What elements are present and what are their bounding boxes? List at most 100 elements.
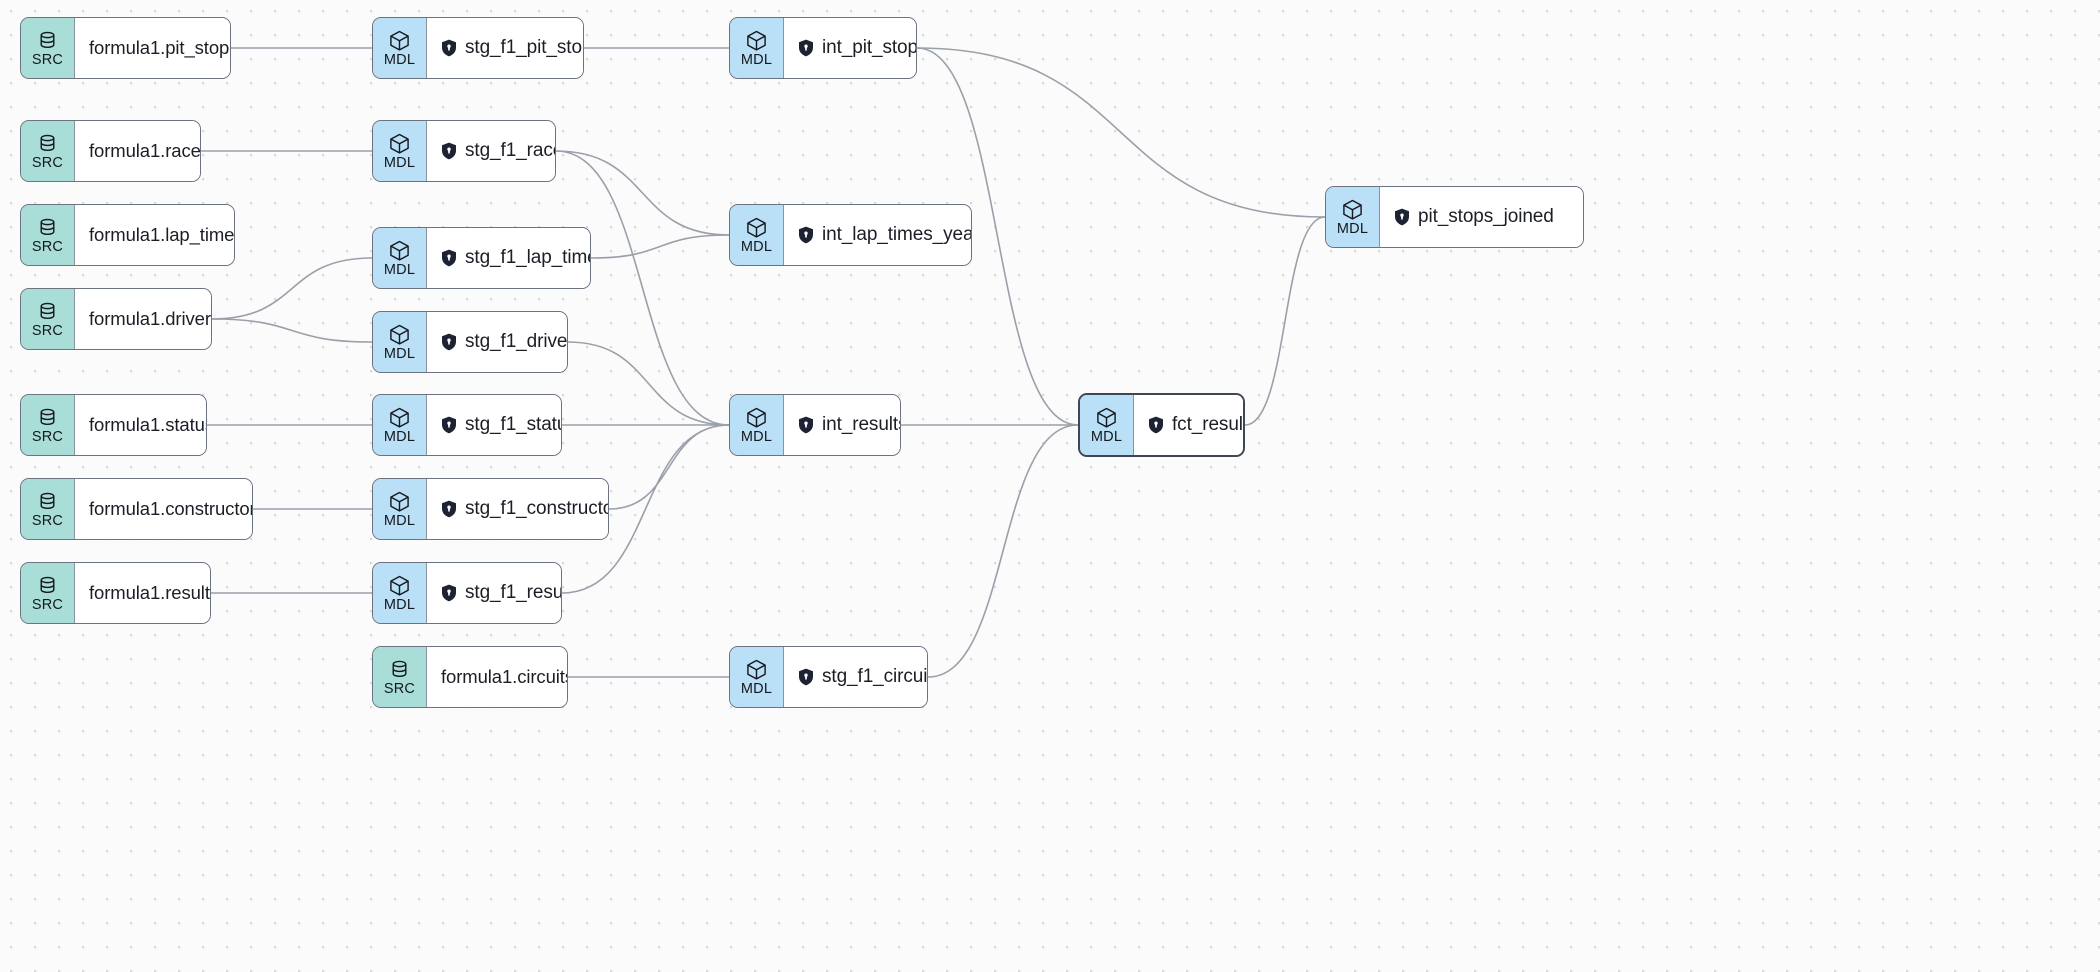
graph-node-src_circuits[interactable]: SRC formula1.circuits xyxy=(372,646,568,708)
node-kind-badge-stg_races: MDL xyxy=(373,121,427,181)
shield-lock-icon xyxy=(798,416,814,434)
node-kind-badge-stg_results: MDL xyxy=(373,563,427,623)
node-kind-badge-src_circuits: SRC xyxy=(373,647,427,707)
node-kind-label: MDL xyxy=(1090,429,1123,445)
shield-lock-icon xyxy=(441,333,457,351)
node-body-int_pit_stops: int_pit_stops xyxy=(784,18,917,78)
node-body-stg_drivers: stg_f1_drivers xyxy=(427,312,568,372)
graph-node-stg_circuits[interactable]: MDL stg_f1_circuits xyxy=(729,646,928,708)
node-kind-label: MDL xyxy=(740,239,773,255)
database-icon xyxy=(38,302,57,323)
graph-node-int_lap_times_years[interactable]: MDL int_lap_times_years xyxy=(729,204,972,266)
cube-icon xyxy=(389,407,410,429)
node-label-src_results: formula1.results xyxy=(89,582,211,603)
node-body-src_pit_stops: formula1.pit_stops xyxy=(75,18,230,78)
cube-icon xyxy=(1096,407,1117,429)
node-kind-badge-src_lap_times: SRC xyxy=(21,205,75,265)
node-label-fct_results: fct_results xyxy=(1172,414,1243,435)
node-body-stg_pit_stops: stg_f1_pit_stops xyxy=(427,18,583,78)
database-icon xyxy=(38,134,57,155)
database-icon xyxy=(38,492,57,513)
node-body-fct_results: fct_results xyxy=(1134,395,1243,455)
node-body-src_circuits: formula1.circuits xyxy=(427,647,567,707)
shield-lock-icon xyxy=(798,226,814,244)
node-kind-label: MDL xyxy=(383,429,416,445)
node-body-src_lap_times: formula1.lap_times xyxy=(75,205,235,265)
edge-stg_drivers-to-int_results xyxy=(567,341,730,426)
graph-node-src_lap_times[interactable]: SRC formula1.lap_times xyxy=(20,204,235,266)
graph-node-int_pit_stops[interactable]: MDL int_pit_stops xyxy=(729,17,917,79)
node-kind-label: MDL xyxy=(740,429,773,445)
graph-node-fct_results[interactable]: MDL fct_results xyxy=(1078,393,1245,457)
shield-lock-icon xyxy=(441,39,457,57)
node-kind-label: SRC xyxy=(383,680,416,697)
shield-lock-icon xyxy=(441,249,457,267)
edge-stg_races-to-int_lap_times_years xyxy=(555,150,730,236)
node-kind-label: MDL xyxy=(740,681,773,697)
node-kind-label: MDL xyxy=(383,597,416,613)
node-label-stg_constructors: stg_f1_constructors xyxy=(465,498,608,519)
node-kind-label: MDL xyxy=(383,155,416,171)
shield-lock-icon xyxy=(798,668,814,686)
node-label-src_lap_times: formula1.lap_times xyxy=(89,224,235,245)
node-kind-badge-src_status: SRC xyxy=(21,395,75,455)
node-body-src_races: formula1.races xyxy=(75,121,200,181)
node-label-src_drivers: formula1.drivers xyxy=(89,308,212,329)
node-body-int_lap_times_years: int_lap_times_years xyxy=(784,205,971,265)
node-label-stg_lap_times: stg_f1_lap_times xyxy=(465,247,590,268)
cube-icon xyxy=(746,30,767,52)
node-body-stg_lap_times: stg_f1_lap_times xyxy=(427,228,590,288)
node-kind-badge-int_pit_stops: MDL xyxy=(730,18,784,78)
graph-node-stg_races[interactable]: MDL stg_f1_races xyxy=(372,120,556,182)
node-label-int_lap_times_years: int_lap_times_years xyxy=(822,224,971,245)
cube-icon xyxy=(389,30,410,52)
node-kind-badge-pit_stops_joined: MDL xyxy=(1326,187,1380,247)
cube-icon xyxy=(389,575,410,597)
shield-lock-icon xyxy=(441,500,457,518)
node-label-int_pit_stops: int_pit_stops xyxy=(822,37,917,58)
cube-icon xyxy=(746,217,767,239)
node-body-src_drivers: formula1.drivers xyxy=(75,289,212,349)
node-kind-badge-stg_status: MDL xyxy=(373,395,427,455)
graph-node-stg_results[interactable]: MDL stg_f1_results xyxy=(372,562,562,624)
node-kind-badge-fct_results: MDL xyxy=(1080,395,1134,455)
node-label-stg_circuits: stg_f1_circuits xyxy=(822,666,928,687)
node-label-stg_races: stg_f1_races xyxy=(465,140,555,161)
node-kind-badge-int_lap_times_years: MDL xyxy=(730,205,784,265)
node-label-stg_drivers: stg_f1_drivers xyxy=(465,331,568,352)
node-kind-label: SRC xyxy=(31,238,64,255)
edge-fct_results-to-pit_stops_joined xyxy=(1244,216,1326,426)
node-body-src_status: formula1.status xyxy=(75,395,206,455)
node-kind-label: SRC xyxy=(31,512,64,529)
shield-lock-icon xyxy=(441,416,457,434)
graph-node-stg_lap_times[interactable]: MDL stg_f1_lap_times xyxy=(372,227,591,289)
cube-icon xyxy=(389,240,410,262)
node-kind-label: MDL xyxy=(383,262,416,278)
cube-icon xyxy=(1342,199,1363,221)
node-kind-badge-src_races: SRC xyxy=(21,121,75,181)
node-body-stg_results: stg_f1_results xyxy=(427,563,561,623)
node-kind-badge-stg_lap_times: MDL xyxy=(373,228,427,288)
node-kind-badge-src_drivers: SRC xyxy=(21,289,75,349)
edge-int_pit_stops-to-pit_stops_joined xyxy=(916,47,1326,218)
edge-src_drivers-to-stg_drivers xyxy=(211,318,373,343)
graph-node-pit_stops_joined[interactable]: MDL pit_stops_joined xyxy=(1325,186,1584,248)
node-kind-label: MDL xyxy=(1336,221,1369,237)
graph-node-src_drivers[interactable]: SRC formula1.drivers xyxy=(20,288,212,350)
node-kind-badge-int_results: MDL xyxy=(730,395,784,455)
node-label-pit_stops_joined: pit_stops_joined xyxy=(1418,206,1554,227)
cube-icon xyxy=(746,659,767,681)
cube-icon xyxy=(389,133,410,155)
node-kind-label: SRC xyxy=(31,322,64,339)
